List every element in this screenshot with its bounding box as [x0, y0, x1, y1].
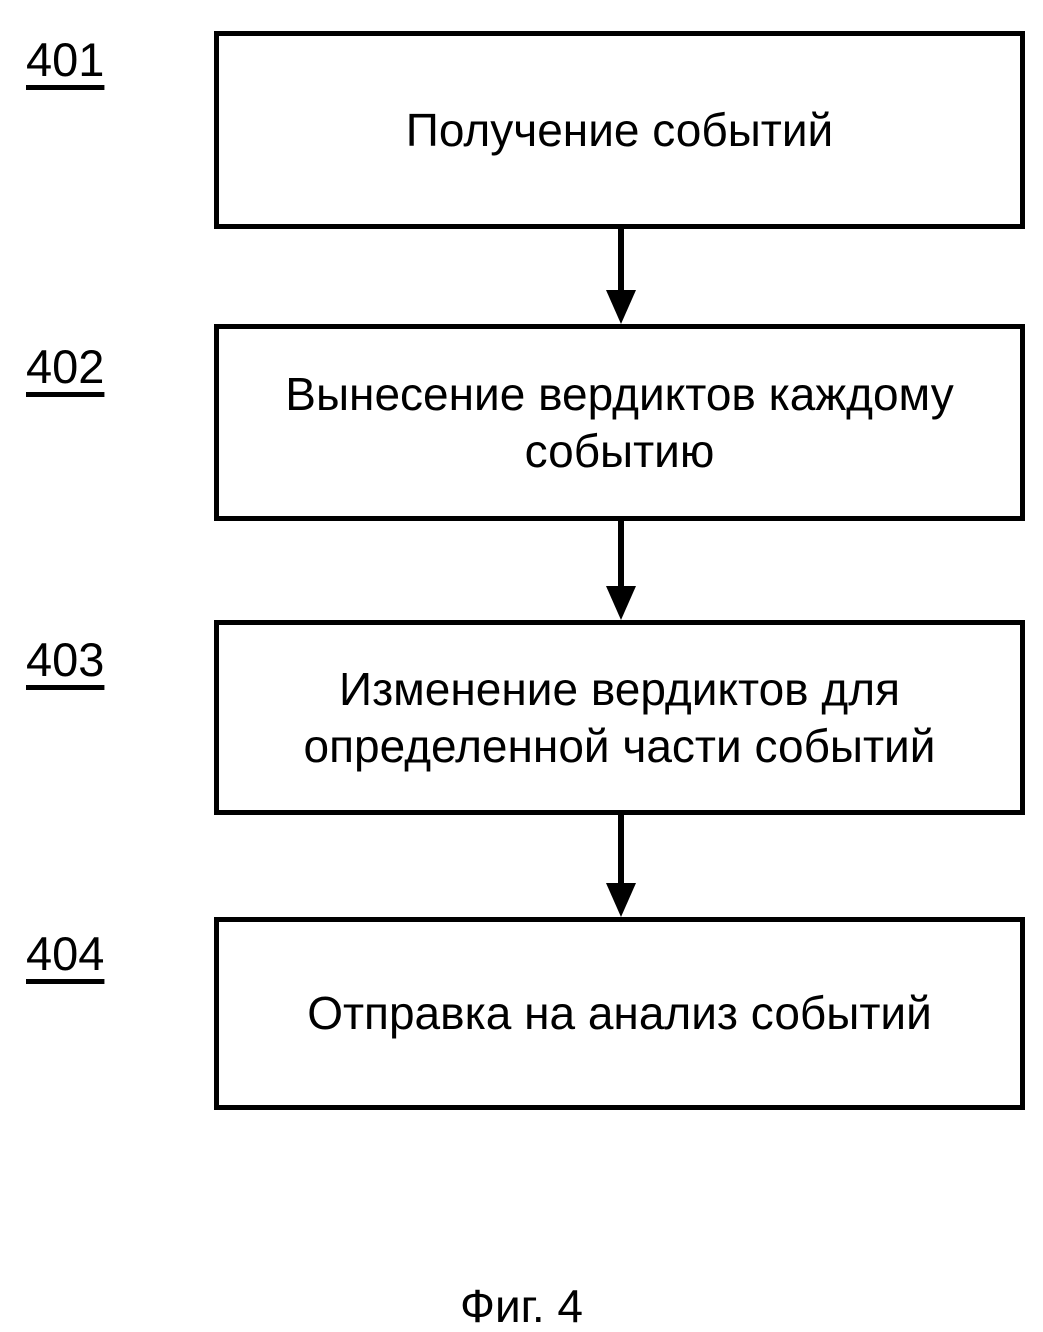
- process-box-403-label: Изменение вердиктов для определенной час…: [303, 663, 936, 772]
- process-box-404[interactable]: Отправка на анализ событий: [214, 917, 1025, 1110]
- arrow-stem: [618, 521, 624, 586]
- arrow-403-to-404: [606, 815, 636, 917]
- arrow-head-icon: [606, 290, 636, 324]
- process-box-404-label: Отправка на анализ событий: [307, 987, 932, 1040]
- step-reference-402: 402: [26, 340, 105, 393]
- process-box-403[interactable]: Изменение вердиктов для определенной час…: [214, 620, 1025, 815]
- step-reference-404: 404: [26, 927, 105, 980]
- process-box-402-label: Вынесение вердиктов каждому событию: [285, 368, 954, 477]
- step-reference-403: 403: [26, 633, 105, 686]
- arrow-head-icon: [606, 586, 636, 620]
- process-box-402[interactable]: Вынесение вердиктов каждому событию: [214, 324, 1025, 521]
- step-reference-401: 401: [26, 33, 105, 86]
- arrow-401-to-402: [606, 229, 636, 324]
- arrow-stem: [618, 229, 624, 290]
- figure-caption: Фиг. 4: [460, 1280, 583, 1332]
- process-box-401-label: Получение событий: [405, 103, 834, 156]
- process-box-401[interactable]: Получение событий: [214, 31, 1025, 229]
- arrow-stem: [618, 815, 624, 883]
- arrow-head-icon: [606, 883, 636, 917]
- arrow-402-to-403: [606, 521, 636, 620]
